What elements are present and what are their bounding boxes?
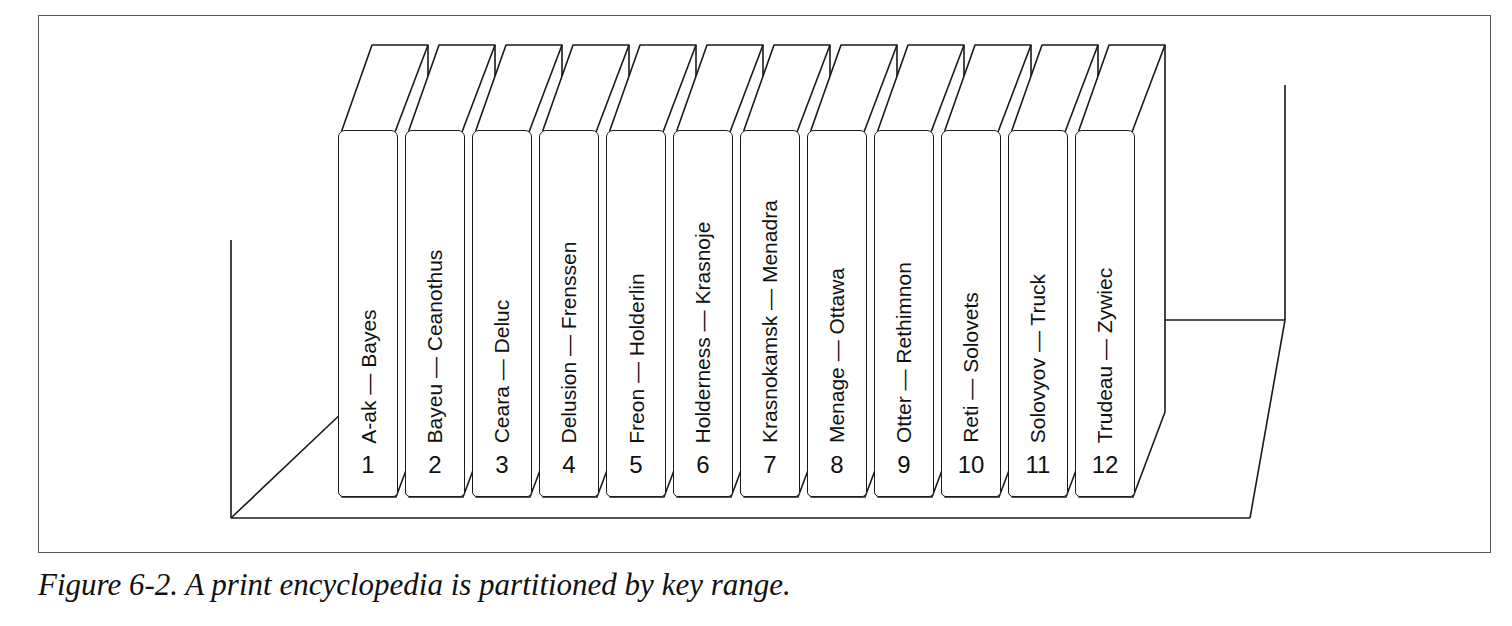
book-spine: Holderness — Krasnoje 6 [673, 130, 733, 497]
book-spine: Trudeau — Zywiec 12 [1075, 130, 1135, 497]
shelf-front-edge [231, 517, 1250, 519]
book-spine: Bayeu — Ceanothus 2 [405, 130, 465, 497]
volume-number: 5 [607, 453, 665, 477]
book-spine: Krasnokamsk — Menadra 7 [740, 130, 800, 497]
volume-number: 7 [741, 453, 799, 477]
volume-number: 11 [1009, 453, 1067, 477]
shelf-back-edge [1160, 319, 1285, 321]
volume-key-range: Otter — Rethimnon [892, 262, 915, 443]
volume-key-range: Freon — Holderlin [624, 273, 647, 443]
book-spine: A-ak — Bayes 1 [338, 130, 398, 497]
volume-number: 3 [473, 453, 531, 477]
shelf-lines [231, 85, 1285, 518]
volume-key-range: Solovyov — Truck [1026, 274, 1049, 443]
volume-key-range: Menage — Ottawa [825, 268, 848, 443]
book-spine: Solovyov — Truck 11 [1008, 130, 1068, 497]
book-spine: Ceara — Deluc 3 [472, 130, 532, 497]
volume-number: 12 [1076, 453, 1134, 477]
book-spine: Menage — Ottawa 8 [807, 130, 867, 497]
volume-number: 4 [540, 453, 598, 477]
volume-number: 10 [942, 453, 1000, 477]
volume-key-range: Bayeu — Ceanothus [423, 249, 446, 443]
volume-number: 9 [875, 453, 933, 477]
volume-key-range: Holderness — Krasnoje [691, 221, 714, 443]
book-spine: Reti — Solovets 10 [941, 130, 1001, 497]
book-spine: Freon — Holderlin 5 [606, 130, 666, 497]
shelf-right-edge [1250, 320, 1285, 518]
volume-number: 6 [674, 453, 732, 477]
shelf-right-wall [1284, 85, 1286, 320]
book-top-edge [1132, 45, 1165, 132]
volume-key-range: Delusion — Frenssen [557, 241, 580, 443]
volume-key-range: Ceara — Deluc [490, 299, 513, 443]
shelf-left-wall [230, 240, 232, 518]
figure-caption: Figure 6-2. A print encyclopedia is part… [38, 568, 791, 602]
volume-number: 2 [406, 453, 464, 477]
book-bodies [342, 45, 1165, 497]
book-spine: Delusion — Frenssen 4 [539, 130, 599, 497]
book-spine: Otter — Rethimnon 9 [874, 130, 934, 497]
volume-number: 8 [808, 453, 866, 477]
volume-key-range: Krasnokamsk — Menadra [758, 200, 781, 443]
figure-frame [39, 16, 1491, 553]
volume-key-range: A-ak — Bayes [356, 309, 379, 443]
volume-key-range: Reti — Solovets [959, 292, 982, 443]
volume-number: 1 [339, 453, 397, 477]
volume-key-range: Trudeau — Zywiec [1093, 268, 1116, 443]
shelf-left-edge [231, 410, 345, 518]
